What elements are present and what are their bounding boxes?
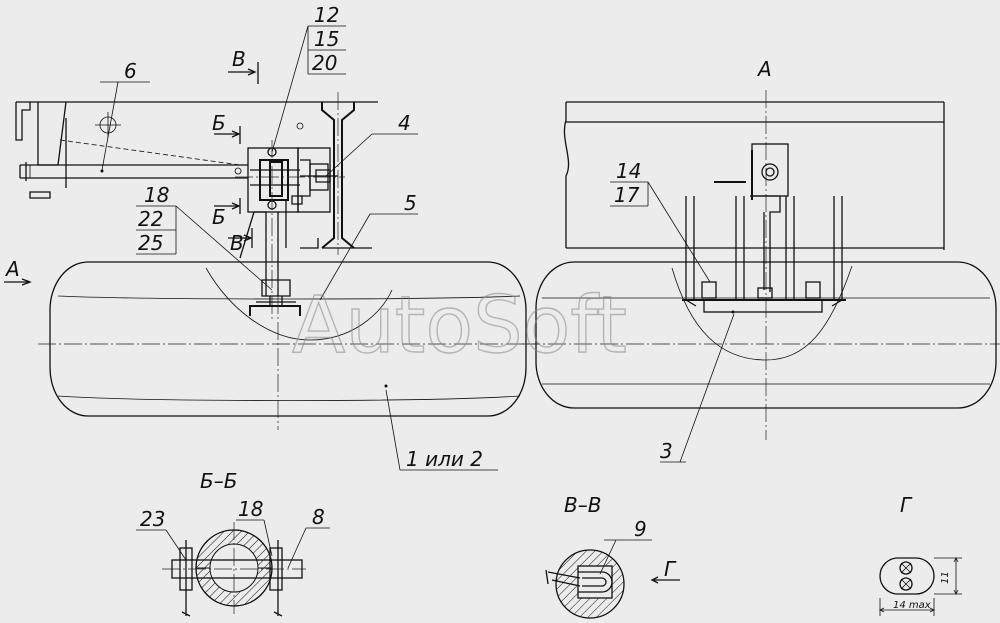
section-mark-b-top: Б xyxy=(212,111,226,135)
section-vv-title: В–В xyxy=(564,493,601,517)
view-a-title: А xyxy=(756,57,772,81)
labels: 6 12 15 20 4 5 18 22 25 1 или 2 14 17 3 … xyxy=(4,3,951,611)
label-4: 4 xyxy=(398,111,411,135)
section-vv xyxy=(545,539,680,619)
label-6: 6 xyxy=(124,59,137,83)
view-g-arrow-label: Г xyxy=(664,557,677,581)
label-5: 5 xyxy=(404,191,417,215)
view-arrow-a: А xyxy=(4,257,20,281)
section-mark-v-bottom: В xyxy=(230,231,244,255)
label-1-or-2: 1 или 2 xyxy=(406,447,483,471)
section-bb xyxy=(136,519,330,617)
view-g xyxy=(879,557,962,616)
label-14: 14 xyxy=(616,159,641,183)
section-mark-b-bottom: Б xyxy=(212,205,226,229)
label-20: 20 xyxy=(312,51,337,75)
label-9: 9 xyxy=(634,517,647,541)
label-25: 25 xyxy=(138,231,163,255)
label-22: 22 xyxy=(138,207,163,231)
label-18-detail: 18 xyxy=(238,497,263,521)
dimension-height: 11 xyxy=(940,571,951,584)
label-23: 23 xyxy=(140,507,165,531)
label-8: 8 xyxy=(312,505,325,529)
label-15: 15 xyxy=(314,27,339,51)
main-view xyxy=(4,25,540,471)
dimension-width: 14 max xyxy=(893,600,931,611)
label-18: 18 xyxy=(144,183,169,207)
view-g-title: Г xyxy=(900,493,913,517)
label-17: 17 xyxy=(614,183,640,207)
section-bb-title: Б–Б xyxy=(200,469,237,493)
section-mark-v-top: В xyxy=(232,47,246,71)
view-a xyxy=(522,90,1000,463)
label-12: 12 xyxy=(314,3,339,27)
label-3: 3 xyxy=(660,439,673,463)
watermark: AutoSoft xyxy=(292,281,627,371)
